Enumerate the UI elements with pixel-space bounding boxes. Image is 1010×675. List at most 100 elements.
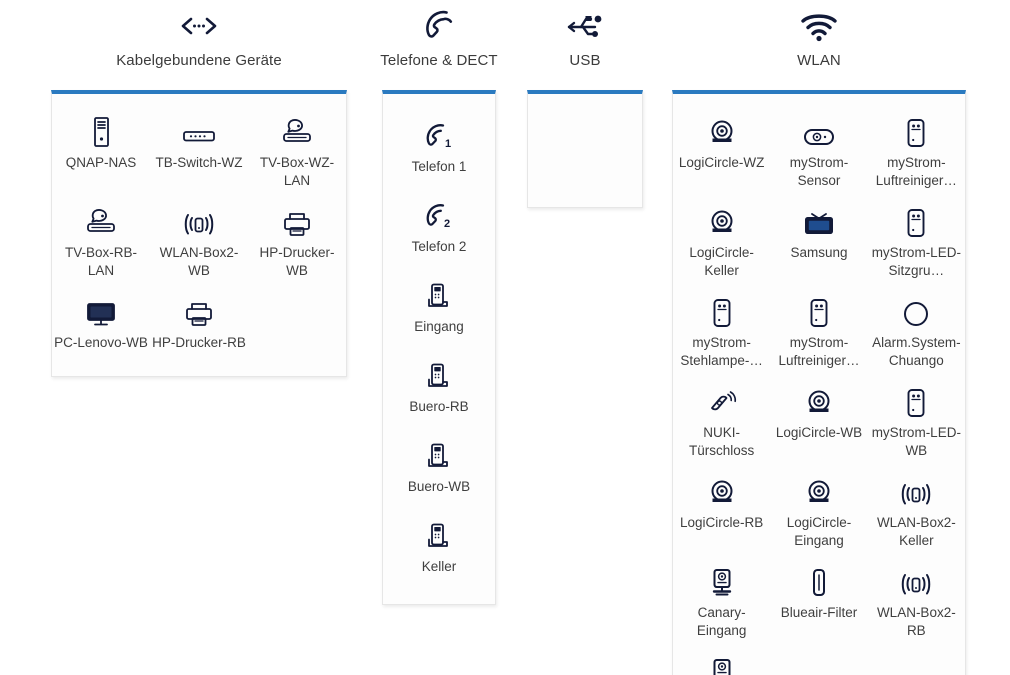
lan-icon — [178, 6, 220, 46]
device-label: WLAN-Box2-WB — [159, 245, 239, 278]
device-label: Eingang — [414, 319, 464, 334]
device-tile[interactable]: LogiCircle-RB — [673, 468, 770, 558]
webcam-icon — [804, 474, 834, 508]
device-panel-lan: QNAP-NAS TB-Switch-WZ TV-Box-WZ-LAN TV-Box-… — [51, 90, 347, 377]
category-header-usb: USB — [565, 0, 605, 70]
category-column-usb: USB — [524, 0, 646, 208]
nas-tower-icon — [87, 114, 115, 148]
device-tile[interactable]: TB-Switch-WZ — [150, 108, 248, 198]
device-tile[interactable]: myStrom-Sensor — [770, 108, 867, 198]
dect-handset-icon — [424, 358, 454, 392]
device-tile[interactable]: LogiCircle-Keller — [673, 198, 770, 288]
device-tile[interactable]: Buero-WB — [383, 428, 495, 508]
device-tile[interactable]: Samsung — [770, 198, 867, 288]
device-tile-grid-lan: QNAP-NAS TB-Switch-WZ TV-Box-WZ-LAN TV-Box-… — [52, 94, 346, 376]
device-label: Buero-WB — [407, 479, 471, 494]
device-label: LogiCircle-RB — [680, 515, 764, 530]
mystrom-sensor-icon — [802, 114, 836, 148]
device-tile[interactable]: HP-Drucker-RB — [150, 288, 248, 360]
dect-handset-icon — [424, 438, 454, 472]
canary-camera-icon — [709, 564, 735, 598]
device-label: TV-Box-RB-LAN — [64, 245, 137, 278]
device-tile[interactable]: Eingang — [383, 268, 495, 348]
device-label: Telefon 2 — [411, 239, 467, 254]
webcam-icon — [804, 384, 834, 418]
device-tile[interactable]: LogiCircle-Eingang — [770, 468, 867, 558]
mystrom-plug-icon — [711, 294, 733, 328]
mystrom-plug-icon — [905, 384, 927, 418]
device-label: LogiCircle-WB — [775, 425, 863, 440]
mystrom-plug-icon — [905, 114, 927, 148]
device-tile[interactable]: Alarm.System-Chuango — [868, 288, 965, 378]
phone-line-2-icon: 2 — [423, 198, 455, 232]
device-label: myStrom-Luftreiniger… — [875, 155, 957, 188]
device-label: LogiCircle-WZ — [678, 155, 765, 170]
device-tile[interactable]: myStrom-Stehlampe-… — [673, 288, 770, 378]
device-label: WLAN-Box2-Keller — [876, 515, 956, 548]
wlan-repeater-icon — [900, 564, 932, 598]
usb-icon — [565, 6, 605, 46]
device-tile[interactable]: TV-Box-WZ-LAN — [248, 108, 346, 198]
device-tile[interactable]: QNAP-NAS — [52, 108, 150, 198]
device-label: TV-Box-WZ-LAN — [259, 155, 335, 188]
printer-icon — [282, 204, 312, 238]
device-label: Blueair-Filter — [780, 605, 858, 620]
device-label: Samsung — [790, 245, 848, 260]
dect-handset-icon — [424, 518, 454, 552]
device-tile[interactable]: myStrom-Luftreiniger… — [770, 288, 867, 378]
device-label: LogiCircle-Keller — [689, 245, 754, 278]
device-tile[interactable]: LogiCircle-WB — [770, 378, 867, 468]
device-tile[interactable]: Canary-Eingang — [673, 558, 770, 648]
webcam-icon — [707, 474, 737, 508]
svg-text:1: 1 — [445, 138, 451, 150]
webcam-icon — [707, 114, 737, 148]
device-tile[interactable]: PC-Lenovo-WB — [52, 288, 150, 360]
device-tile[interactable]: TV-Box-RB-LAN — [52, 198, 150, 288]
device-tile[interactable]: NUKI-Türschloss — [673, 378, 770, 468]
device-tile[interactable]: myStrom-Luftreiniger… — [868, 108, 965, 198]
device-label: TB-Switch-WZ — [155, 155, 243, 170]
category-header-lan: Kabelgebundene Geräte — [116, 0, 282, 70]
webcam-icon — [707, 204, 737, 238]
device-label: Keller — [421, 559, 457, 574]
device-tile[interactable]: HP-Drucker-WB — [248, 198, 346, 288]
device-label: Canary-Eingang — [696, 605, 747, 638]
device-tile[interactable]: WLAN-Box2-RB — [868, 558, 965, 648]
device-label: Telefon 1 — [411, 159, 467, 174]
device-tile[interactable]: WLAN-Box2-WB — [150, 198, 248, 288]
device-label: PC-Lenovo-WB — [54, 335, 148, 350]
device-label: HP-Drucker-WB — [259, 245, 335, 278]
printer-icon — [184, 294, 214, 328]
wlan-repeater-icon — [900, 474, 932, 508]
device-tile[interactable]: LogiCircle-WZ — [673, 108, 770, 198]
tv-box-icon — [84, 204, 118, 238]
device-tile[interactable]: Buero-RB — [383, 348, 495, 428]
device-tile[interactable]: myStrom-LED-WB — [868, 378, 965, 468]
device-tile[interactable]: Canary-WZ — [673, 648, 770, 675]
device-label: Alarm.System-Chuango — [872, 335, 961, 368]
mystrom-plug-icon — [905, 204, 927, 238]
category-title-wlan: WLAN — [797, 52, 841, 69]
category-header-dect: Telefone & DECT — [380, 0, 498, 70]
device-tile[interactable]: myStrom-LED-Sitzgru… — [868, 198, 965, 288]
device-panel-usb — [527, 90, 643, 208]
device-label: QNAP-NAS — [65, 155, 137, 170]
svg-text:2: 2 — [444, 218, 450, 230]
device-label: myStrom-LED-WB — [871, 425, 961, 458]
mystrom-plug-icon — [808, 294, 830, 328]
canary-camera-icon — [709, 654, 735, 675]
category-title-dect: Telefone & DECT — [380, 52, 498, 69]
device-tile[interactable]: Blueair-Filter — [770, 558, 867, 648]
phone-line-1-icon: 1 — [423, 118, 455, 152]
device-tile[interactable]: Keller — [383, 508, 495, 588]
tv-box-icon — [280, 114, 314, 148]
device-tile[interactable]: WLAN-Box2-Keller — [868, 468, 965, 558]
